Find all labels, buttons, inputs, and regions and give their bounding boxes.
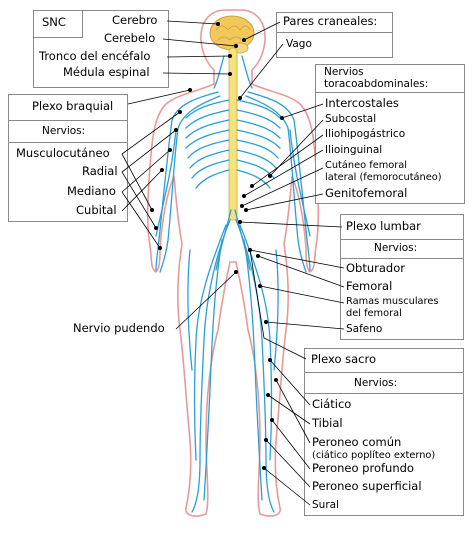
snc-item-tronco: Tronco del encéfalo [39, 49, 151, 63]
lumbar-divider-2 [340, 258, 464, 259]
sacral-subtitle: Nervios: [354, 377, 398, 389]
sacral-divider-2 [304, 393, 464, 394]
brachial-item-radial: Radial [82, 164, 118, 178]
sacral-item-tibial: Tibial [312, 416, 343, 430]
thoraco-item-iliohipogastrico: Iliohipogástrico [325, 128, 406, 140]
pudendal-label: Nervio pudendo [73, 321, 165, 335]
sacral-item-peroneo-superficial: Peroneo superficial [312, 479, 422, 493]
lumbar-item-ramas-2: del femoral [346, 308, 402, 319]
snc-title: SNC [42, 15, 66, 29]
thoraco-item-cutaneo-2: lateral (femorocutáneo) [325, 172, 442, 183]
sacral-item-sural: Sural [312, 499, 339, 511]
brachial-item-cubital: Cubital [76, 203, 117, 217]
spinal-cord [228, 47, 238, 221]
lumbar-item-safeno: Safeno [346, 323, 383, 335]
brachial-divider-1 [8, 120, 128, 121]
snc-item-cerebro: Cerebro [112, 13, 158, 27]
cranial-item-vago: Vago [286, 38, 312, 50]
sacral-title: Plexo sacro [311, 352, 377, 366]
lumbar-item-femoral: Femoral [346, 279, 393, 293]
sacral-divider-1 [304, 372, 464, 373]
lumbar-title: Plexo lumbar [346, 219, 421, 233]
lumbar-item-obturador: Obturador [346, 261, 405, 275]
sacral-item-peroneo-comun: Peroneo común [312, 435, 402, 449]
thoraco-item-ilioinguinal: Ilioinguinal [325, 144, 383, 156]
snc-divider [82, 10, 83, 37]
thoraco-item-subcostal: Subcostal [325, 113, 377, 125]
thoraco-item-intercostales: Intercostales [325, 96, 399, 110]
brachial-divider-2 [8, 142, 128, 143]
snc-item-medula: Médula espinal [63, 65, 150, 79]
thoraco-divider [315, 92, 465, 93]
thoraco-item-genitofemoral: Genitofemoral [325, 186, 408, 200]
brachial-subtitle: Nervios: [42, 125, 86, 137]
thoraco-box [315, 64, 465, 204]
lumbar-box [340, 214, 464, 340]
brachial-title: Plexo braquial [32, 99, 114, 113]
cranial-box [276, 12, 393, 58]
sacral-item-ciatico: Ciático [312, 397, 352, 411]
brachial-item-musculocutaneo: Musculocutáneo [16, 146, 110, 160]
sacral-box [304, 348, 464, 516]
thoraco-title-2: toracoabdominales: [324, 78, 429, 90]
snc-divider-h [33, 37, 83, 38]
thoraco-item-cutaneo: Cutáneo femoral [325, 160, 408, 171]
sacral-item-peroneo-profundo: Peroneo profundo [312, 461, 414, 475]
snc-box [33, 10, 169, 88]
cranial-divider [276, 32, 393, 33]
lumbar-divider-1 [340, 239, 464, 240]
brachial-box [8, 94, 128, 222]
sacral-item-peroneo-comun-2: (ciático poplíteo externo) [312, 450, 436, 461]
brain-shape [209, 15, 255, 51]
snc-item-cerebelo: Cerebelo [104, 31, 156, 45]
cranial-title: Pares craneales: [283, 14, 378, 28]
brachial-item-mediano: Mediano [67, 184, 116, 198]
lumbar-item-ramas: Ramas musculares [346, 296, 439, 307]
thoraco-title-1: Nervios [324, 66, 364, 78]
lumbar-subtitle: Nervios: [374, 242, 418, 254]
